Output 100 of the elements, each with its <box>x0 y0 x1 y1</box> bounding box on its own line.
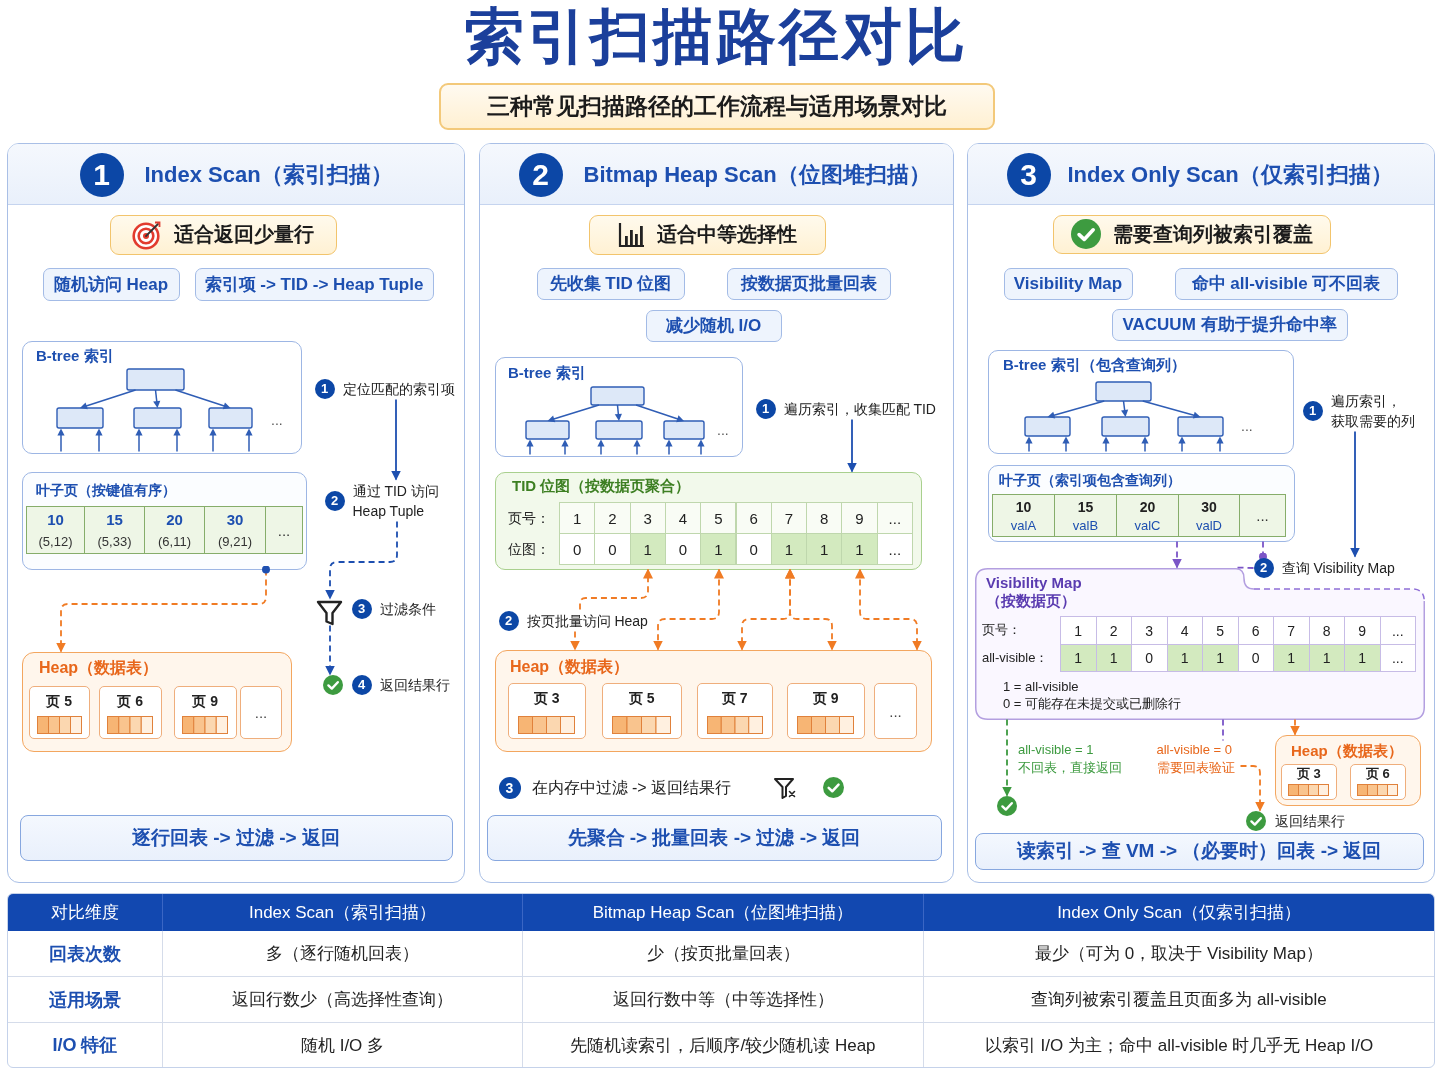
heap-box <box>494 649 932 752</box>
heap-box <box>21 651 292 752</box>
number-badge: 3 <box>498 776 521 799</box>
arrow <box>325 624 335 676</box>
table-cell: 先随机读索引，后顺序/较少随机读 Heap <box>523 1023 924 1067</box>
table-cell: ... <box>876 533 913 565</box>
table-cell: 1 <box>700 533 737 565</box>
tag-pill: 先收集 TID 位图 <box>536 267 685 300</box>
check-icon <box>996 795 1017 816</box>
box-title: Heap（数据表） <box>39 658 159 678</box>
table-cell: 0 <box>594 533 631 565</box>
step-text: 按页批量访问 Heap <box>526 611 648 631</box>
step-text: 过滤条件 <box>379 599 436 619</box>
table-cell: 5 <box>1202 616 1239 645</box>
arrow <box>847 418 857 473</box>
step-text: 遍历索引，获取需要的列 <box>1330 391 1416 431</box>
row-label: 页号： <box>982 621 1021 639</box>
heap-page <box>697 683 773 739</box>
table-cell: 1 <box>1060 616 1097 645</box>
panel <box>967 143 1435 883</box>
index-box <box>987 349 1294 454</box>
header-cell: Index Only Scan（仅索引扫描） <box>924 894 1434 931</box>
tag-pill: 按数据页批量回表 <box>726 267 891 300</box>
heap-page <box>602 683 682 739</box>
funnel-icon <box>315 598 343 626</box>
box-title: B-tree 索引（包含查询列） <box>1003 356 1186 374</box>
arrow <box>570 630 580 651</box>
value-text: (9,21) <box>218 532 252 550</box>
step-text: 在内存中过滤 -> 返回结果行 <box>531 777 732 798</box>
key-note: 1 = all-visible <box>1003 678 1079 695</box>
heap-page <box>787 683 865 739</box>
tag-text: 适合中等选择性 <box>657 222 797 247</box>
key-text: 10 <box>1015 497 1032 516</box>
panel-title: Bitmap Heap Scan（位图堆扫描） <box>583 161 931 189</box>
table-cell: 9 <box>841 502 878 534</box>
summary-bar: 逐行回表 -> 过滤 -> 返回 <box>19 814 453 861</box>
box-title: TID 位图（按数据页聚合） <box>512 477 691 495</box>
table-cell: 少（按页批量回表） <box>523 931 924 977</box>
key-text: 20 <box>166 510 183 529</box>
key-text: 15 <box>106 510 123 529</box>
table-cell: 1 <box>629 533 666 565</box>
number-badge: 2 <box>518 153 563 197</box>
tag-pill: Visibility Map <box>1003 267 1133 300</box>
table-cell: 查询列被索引覆盖且页面多为 all-visible <box>924 977 1434 1023</box>
value-text: valB <box>1072 516 1099 534</box>
number-badge: 1 <box>1302 400 1323 421</box>
highlight-tag <box>1052 214 1331 254</box>
arrow <box>1290 718 1300 736</box>
number-badge: 1 <box>755 398 776 419</box>
tag-pill: 命中 all-visible 可不回表 <box>1174 267 1398 300</box>
arrow <box>56 565 270 653</box>
table-cell: 1 <box>806 533 843 565</box>
header-cell: Bitmap Heap Scan（位图堆扫描） <box>523 894 924 931</box>
number-badge: 3 <box>351 598 372 619</box>
box-title: Heap（数据表） <box>510 657 630 677</box>
title: 索引扫描路径对比 <box>464 4 968 70</box>
page-label: 页 6 <box>117 692 143 710</box>
table-cell: 返回行数少（高选择性查询） <box>163 977 523 1023</box>
page-label: 页 5 <box>46 692 72 710</box>
value-text: valC <box>1134 516 1161 534</box>
table-cell: ... <box>265 506 303 554</box>
arrow <box>579 568 653 611</box>
page-label: 页 7 <box>721 689 748 707</box>
arrow <box>1002 718 1012 797</box>
number-badge: 2 <box>324 490 345 511</box>
tag-pill: 减少随机 I/O <box>645 309 782 342</box>
table-cell: 2 <box>594 502 631 534</box>
index-box <box>494 356 743 457</box>
connector-line <box>1235 566 1255 569</box>
heap-page: ... <box>240 686 282 739</box>
page-label: 页 9 <box>812 689 839 707</box>
header-cell: 对比维度 <box>8 894 163 931</box>
table-cell: 1 <box>1060 644 1097 672</box>
heap-page <box>29 686 90 739</box>
highlight-tag <box>588 214 826 255</box>
bitmap-box <box>494 471 922 570</box>
row-label: 位图： <box>508 540 550 559</box>
panel-title: Index Only Scan（仅索引扫描） <box>1067 161 1393 189</box>
table-cell: 1 <box>1344 644 1381 672</box>
tag-pill: 索引项 -> TID -> Heap Tuple <box>194 267 434 301</box>
step-text: 查询 Visibility Map <box>1281 558 1395 578</box>
table-cell: 最少（可为 0，取决于 Visibility Map） <box>924 931 1434 977</box>
panel-title: Index Scan（索引扫描） <box>144 161 393 189</box>
table-cell: 0 <box>1131 644 1168 672</box>
connector-line <box>1259 540 1267 561</box>
heap-page <box>99 686 162 739</box>
leaf-page-box <box>987 464 1295 542</box>
key-text: 10 <box>47 510 64 529</box>
connector-line <box>1222 718 1224 742</box>
tag-text: 适合返回少量行 <box>174 222 314 247</box>
table-cell: 8 <box>806 502 843 534</box>
row-label: all-visible： <box>982 649 1049 667</box>
page-label: 页 3 <box>1296 766 1321 781</box>
box-title: 叶子页（索引项包含查询列） <box>999 471 1181 489</box>
table-cell: ... <box>1379 644 1416 672</box>
table-cell: 随机 I/O 多 <box>163 1023 523 1067</box>
arrow <box>1172 540 1182 569</box>
key-note: 0 = 可能存在未提交或已删除行 <box>1003 695 1182 712</box>
summary-bar: 先聚合 -> 批量回表 -> 过滤 -> 返回 <box>486 814 942 861</box>
table-cell: 1 <box>841 533 878 565</box>
